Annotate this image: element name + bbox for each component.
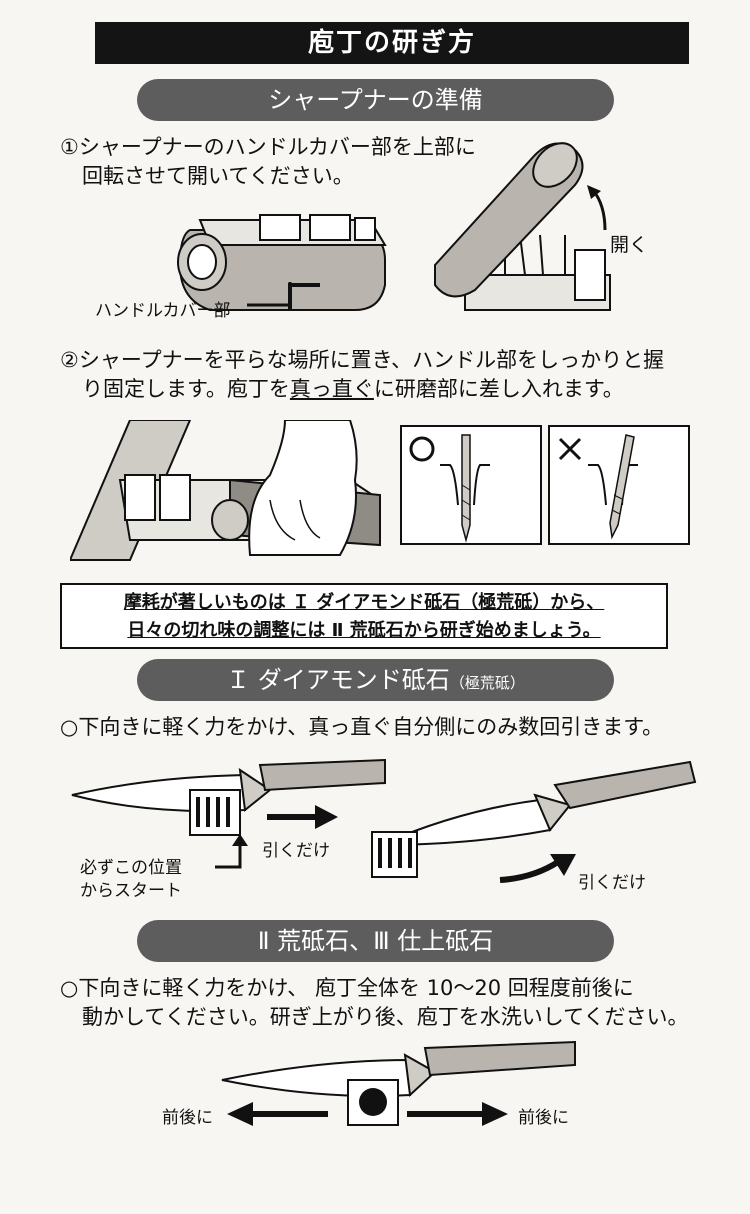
diamond-instruction: ○下向きに軽く力をかけ、真っ直ぐ自分側にのみ数回引きます。 — [60, 715, 664, 739]
pull-arrow-curved — [499, 854, 576, 883]
open-label: 開く — [610, 234, 649, 256]
correct-angle-panel — [400, 425, 542, 545]
start-position-label-2: からスタート — [80, 881, 182, 901]
hand-holding-sharpener-illustration — [70, 420, 381, 561]
diamond-heading-subtext: （極荒砥） — [449, 674, 525, 692]
rough-instruction-line1: ○下向きに軽く力をかけ、 庖丁全体を 10～20 回程度前後に — [60, 976, 634, 1000]
pull-only-label-1: 引くだけ — [262, 841, 330, 861]
pull-only-label-2: 引くだけ — [578, 873, 646, 893]
notice-line2: 日々の切れ味の調整には Ⅱ 荒砥石から研ぎ始めましょう。 — [127, 620, 601, 641]
section-heading-rough-finish: Ⅱ 荒砥石、Ⅲ 仕上砥石 — [137, 920, 614, 962]
step1-text-line1: ①シャープナーのハンドルカバー部を上部に — [60, 135, 476, 159]
knife-pulled-illustration — [371, 760, 697, 878]
back-forth-label-right: 前後に — [518, 1108, 569, 1128]
section-heading-diamond: Ｉ ダイアモンド砥石（極荒砥） — [137, 659, 614, 701]
step2-text-line1: ②シャープナーを平らな場所に置き、ハンドル部をしっかりと握 — [60, 348, 665, 372]
start-position-label-1: 必ずこの位置 — [80, 858, 182, 878]
handle-cover-label: ハンドルカバー部 — [95, 301, 231, 321]
diamond-heading-text: Ｉ ダイアモンド砥石 — [226, 666, 450, 694]
step1-text-line2: 回転させて開いてください。 — [82, 164, 354, 188]
notice-box: 摩耗が著しいものは Ｉ ダイアモンド砥石（極荒砥）から、 日々の切れ味の調整には… — [60, 583, 668, 649]
step2-text-part: り固定します。庖丁を — [82, 377, 290, 401]
incorrect-angle-panel — [548, 425, 690, 545]
page-title: 庖丁の研ぎ方 — [95, 22, 689, 64]
sharpener-closed-illustration — [177, 214, 387, 311]
notice-line1: 摩耗が著しいものは Ｉ ダイアモンド砥石（極荒砥）から、 — [123, 592, 605, 613]
section-heading-preparation: シャープナーの準備 — [137, 79, 614, 121]
step2-text-part: に研磨部に差し入れます。 — [373, 377, 624, 401]
knife-start-illustration — [71, 758, 386, 836]
start-position-arrow — [215, 834, 248, 869]
back-forth-label-left: 前後に — [162, 1108, 213, 1128]
rough-instruction-line2: 動かしてください。研ぎ上がり後、庖丁を水洗いしてください。 — [82, 1005, 689, 1029]
sharpener-open-illustration — [434, 142, 611, 311]
forth-arrow-right — [407, 1102, 508, 1126]
step2-text-line2: り固定します。庖丁を真っ直ぐに研磨部に差し入れます。 — [82, 375, 624, 404]
step2-text-emphasis: 真っ直ぐ — [289, 377, 374, 401]
knife-back-forth-illustration — [221, 1040, 576, 1126]
pull-arrow-right — [267, 805, 338, 829]
handle-label-leader-line — [247, 282, 292, 307]
back-arrow-left — [227, 1102, 328, 1126]
